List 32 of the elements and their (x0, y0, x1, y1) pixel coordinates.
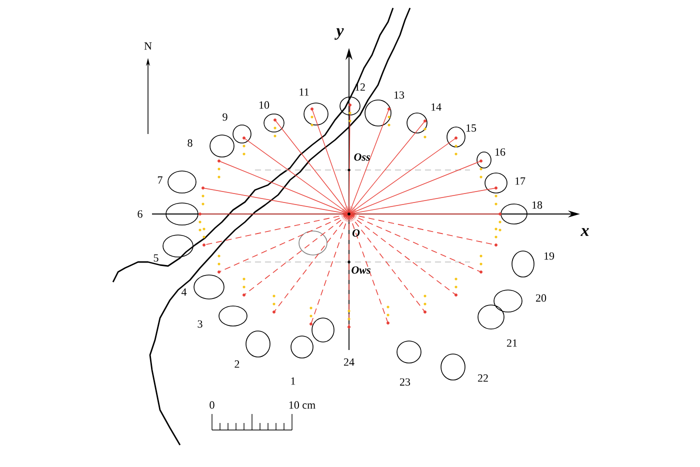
callout-number: 3 (198, 320, 202, 328)
callout-number: 19 (544, 252, 554, 260)
callout-number: 15 (466, 124, 476, 132)
callout-number: 2 (234, 360, 240, 368)
callout-number: 16 (495, 148, 506, 156)
callout-number: 23 (400, 378, 410, 386)
callout-number: 12 (355, 83, 365, 91)
callout-number: 24 (344, 358, 354, 366)
axis-label: y (334, 28, 344, 40)
callout-number: 6 (138, 210, 142, 218)
callout-number: 22 (478, 374, 488, 382)
point-label: Ows (352, 266, 370, 274)
callout-number: 1 (291, 377, 296, 385)
north-label: N (144, 42, 152, 50)
callout-number: 5 (154, 254, 158, 262)
point-label: O (352, 229, 360, 237)
callout-number: 7 (158, 176, 162, 184)
axis-label: x (580, 228, 589, 236)
callout-number: 4 (181, 288, 187, 296)
callout-number: 11 (300, 88, 309, 96)
scale-label: 10 cm (289, 401, 316, 409)
callout-number: 17 (515, 177, 526, 185)
callout-number: 10 (259, 101, 270, 109)
callout-number: 14 (431, 103, 442, 111)
point-label: Oss (354, 153, 370, 161)
scale-label: 0 (210, 401, 214, 409)
callout-number: 20 (536, 294, 546, 302)
callout-number: 21 (507, 339, 517, 347)
callout-number: 13 (394, 91, 404, 99)
callout-number: 8 (188, 139, 192, 147)
callout-number: 18 (532, 201, 542, 209)
callout-number: 9 (222, 113, 228, 121)
